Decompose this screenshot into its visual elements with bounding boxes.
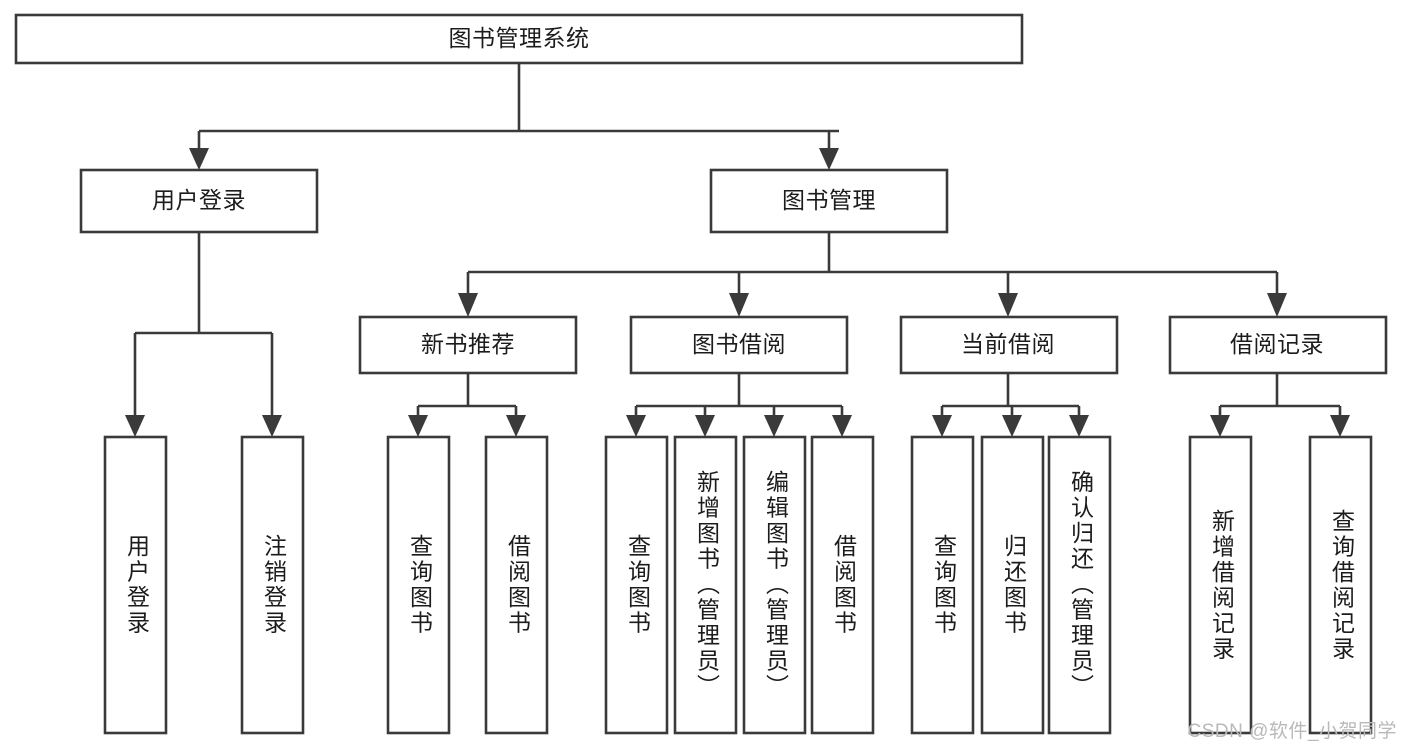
connector-currentborrow-to-leaves [932, 373, 1089, 437]
leaf-box-bookborrow-borrow[interactable] [810, 435, 875, 735]
node-new-book-recommend-label: 新书推荐 [421, 331, 515, 357]
connector-root-to-level2 [189, 63, 839, 170]
connector-bookmgmt-to-level3 [458, 232, 1287, 317]
node-book-management[interactable] [709, 168, 949, 234]
node-root-label: 图书管理系统 [449, 25, 590, 51]
leaf-box-user-login-login[interactable] [103, 435, 168, 735]
connector-newbook-to-leaves [408, 373, 526, 437]
node-borrow-record-label: 借阅记录 [1230, 331, 1324, 357]
connector-bookborrow-to-leaves [626, 373, 852, 437]
node-new-book-recommend[interactable] [358, 315, 578, 375]
node-book-management-label: 图书管理 [782, 187, 876, 213]
node-book-borrow-label: 图书借阅 [692, 331, 786, 357]
leaf-box-bookborrow-add[interactable] [673, 435, 738, 735]
connector-borrowrecord-to-leaves [1210, 373, 1350, 437]
leaf-box-newbook-query[interactable] [386, 435, 451, 735]
leaf-box-bookborrow-query[interactable] [604, 435, 669, 735]
node-borrow-record[interactable] [1168, 315, 1388, 375]
node-user-login-label: 用户登录 [152, 187, 246, 213]
node-current-borrow-label: 当前借阅 [961, 331, 1055, 357]
node-book-borrow[interactable] [629, 315, 849, 375]
leaf-box-currentborrow-confirm[interactable] [1047, 435, 1112, 735]
leaf-box-borrowrecord-query[interactable] [1308, 435, 1373, 735]
leaf-box-bookborrow-edit[interactable] [742, 435, 807, 735]
leaf-box-newbook-borrow[interactable] [484, 435, 549, 735]
node-user-login[interactable] [79, 168, 319, 234]
leaf-box-user-login-logout[interactable] [240, 435, 305, 735]
leaf-box-currentborrow-return[interactable] [980, 435, 1045, 735]
leaf-box-borrowrecord-add[interactable] [1188, 435, 1253, 735]
leaf-box-currentborrow-query[interactable] [910, 435, 975, 735]
watermark-text: CSDN @软件_小贺同学 [1187, 721, 1397, 742]
connector-userlogin-to-leaves [125, 232, 282, 437]
node-root[interactable] [14, 13, 1024, 65]
node-current-borrow[interactable] [899, 315, 1119, 375]
